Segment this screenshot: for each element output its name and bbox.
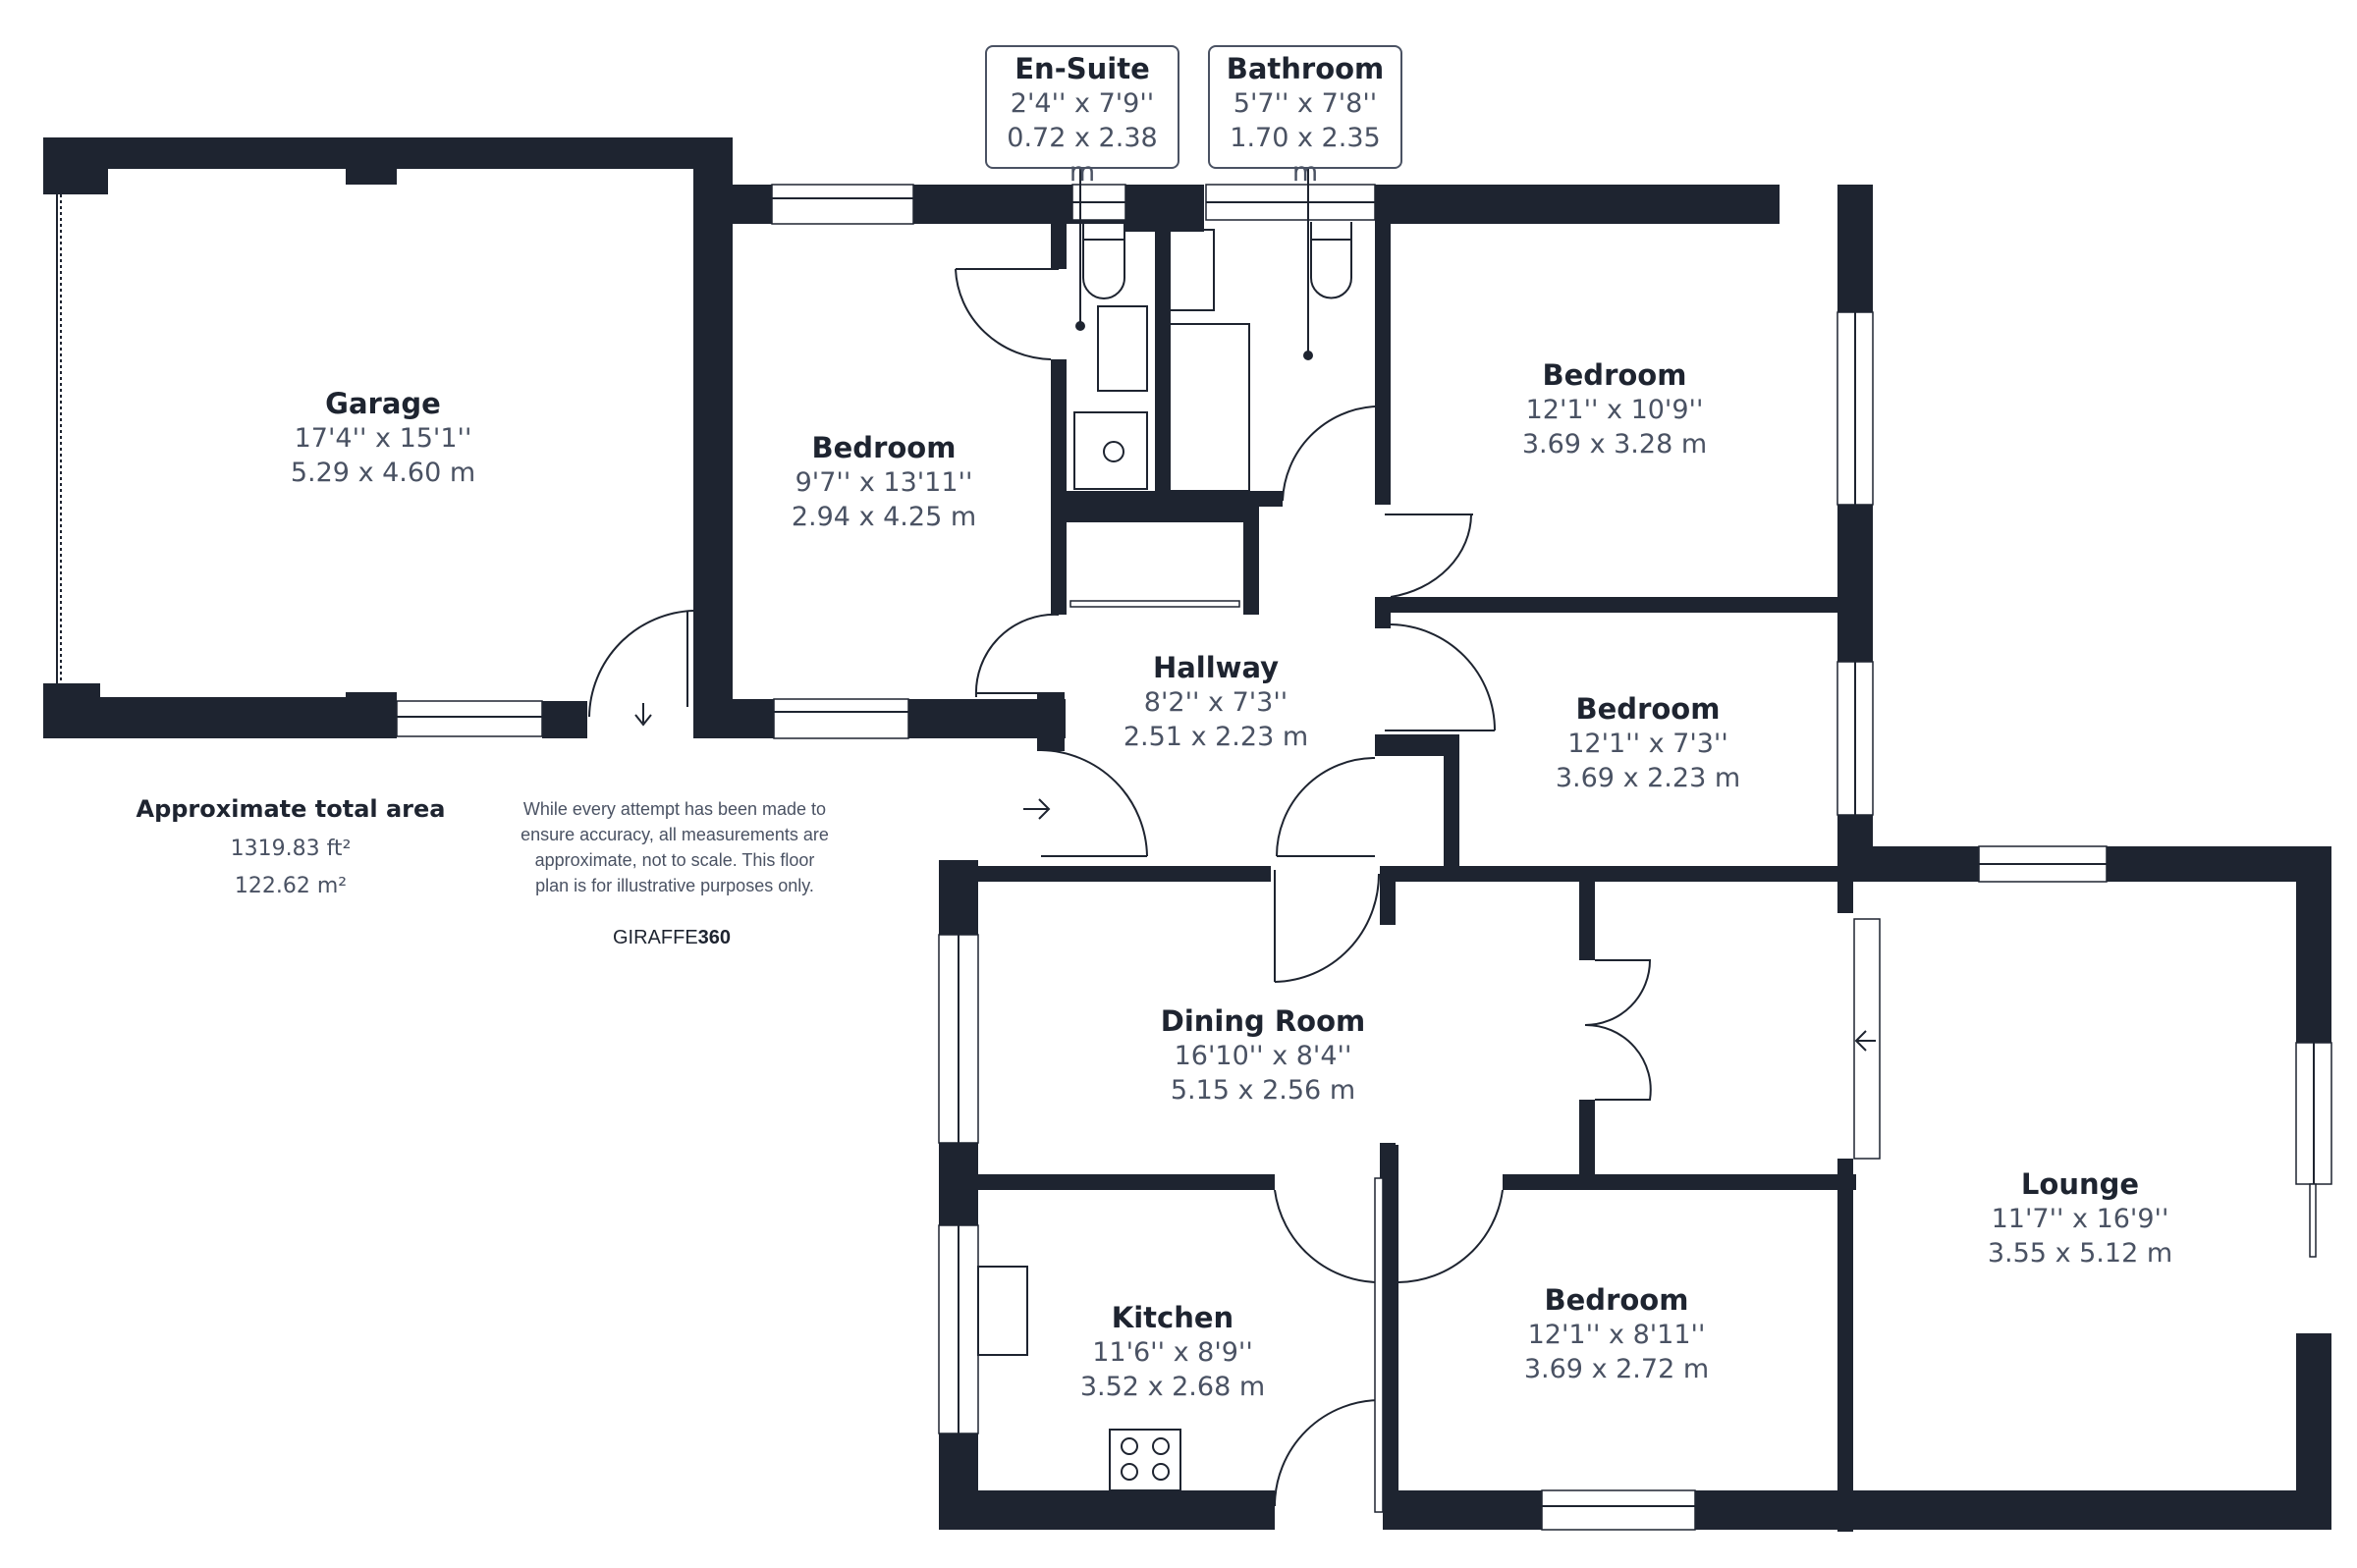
room-metric: 3.69 x 2.23 m xyxy=(1555,763,1741,793)
room-label-bedroom2: Bedroom 12'1'' x 10'9'' 3.69 x 3.28 m xyxy=(1522,357,1707,461)
room-imperial: 9'7'' x 13'11'' xyxy=(795,467,973,498)
room-name: En-Suite xyxy=(1014,52,1150,85)
room-metric: 3.55 x 5.12 m xyxy=(1987,1238,2173,1269)
room-label-lounge: Lounge 11'7'' x 16'9'' 3.55 x 5.12 m xyxy=(1988,1166,2172,1271)
room-imperial: 11'7'' x 16'9'' xyxy=(1991,1204,2169,1234)
disclaimer-line: While every attempt has been made to xyxy=(522,799,827,819)
room-metric: 2.94 x 4.25 m xyxy=(791,502,977,532)
lounge-walls xyxy=(1837,845,2332,1532)
room-metric: 5.15 x 2.56 m xyxy=(1170,1075,1356,1106)
room-metric: 3.69 x 3.28 m xyxy=(1521,429,1708,460)
room-name: Bedroom xyxy=(1575,692,1721,726)
disclaimer-line: plan is for illustrative purposes only. xyxy=(535,876,814,895)
bedroom4-walls xyxy=(1374,1145,2331,1531)
room-name: Dining Room xyxy=(1160,1004,1366,1038)
room-imperial: 16'10'' x 8'4'' xyxy=(1174,1041,1352,1071)
callout-ensuite: En-Suite 2'4'' x 7'9'' 0.72 x 2.38 m xyxy=(985,45,1179,188)
room-imperial: 5'7'' x 7'8'' xyxy=(1233,88,1378,119)
room-imperial: 8'2'' x 7'3'' xyxy=(1143,687,1288,718)
room-label-bedroom3: Bedroom 12'1'' x 7'3'' 3.69 x 2.23 m xyxy=(1556,691,1740,795)
room-imperial: 17'4'' x 15'1'' xyxy=(294,423,472,454)
room-label-garage: Garage 17'4'' x 15'1'' 5.29 x 4.60 m xyxy=(291,386,475,490)
room-label-bedroom4: Bedroom 12'1'' x 8'11'' 3.69 x 2.72 m xyxy=(1524,1282,1709,1386)
disclaimer-line: ensure accuracy, all measurements are xyxy=(521,825,829,844)
area-title: Approximate total area xyxy=(136,795,446,823)
disclaimer-line: approximate, not to scale. This floor xyxy=(534,850,815,870)
cupboard-walls xyxy=(1051,501,1259,615)
room-name: Bedroom xyxy=(1544,1283,1689,1317)
room-name: Garage xyxy=(325,387,441,420)
room-imperial: 12'1'' x 10'9'' xyxy=(1525,395,1704,425)
room-imperial: 12'1'' x 7'3'' xyxy=(1567,729,1728,759)
room-metric: 1.70 x 2.35 m xyxy=(1230,123,1381,188)
disclaimer: While every attempt has been made to ens… xyxy=(487,796,862,898)
room-imperial: 11'6'' x 8'9'' xyxy=(1092,1337,1253,1368)
room-name: Kitchen xyxy=(1111,1301,1234,1334)
room-metric: 3.69 x 2.72 m xyxy=(1523,1354,1710,1384)
room-name: Bedroom xyxy=(1542,358,1687,392)
room-metric: 2.51 x 2.23 m xyxy=(1123,722,1309,752)
room-label-bedroom1: Bedroom 9'7'' x 13'11'' 2.94 x 4.25 m xyxy=(792,430,976,534)
callout-bathroom: Bathroom 5'7'' x 7'8'' 1.70 x 2.35 m xyxy=(1208,45,1402,188)
room-label-kitchen: Kitchen 11'6'' x 8'9'' 3.52 x 2.68 m xyxy=(1080,1300,1265,1404)
room-metric: 0.72 x 2.38 m xyxy=(1007,123,1158,188)
room-metric: 3.52 x 2.68 m xyxy=(1079,1372,1266,1402)
room-imperial: 12'1'' x 8'11'' xyxy=(1527,1320,1706,1350)
room-name: Hallway xyxy=(1152,651,1280,684)
brand-text: GIRAFFE xyxy=(613,927,698,948)
room-name: Lounge xyxy=(2020,1167,2140,1201)
room-name: Bedroom xyxy=(811,431,957,464)
room-imperial: 2'4'' x 7'9'' xyxy=(1010,88,1155,119)
bedroom2-walls xyxy=(1375,185,1874,630)
room-metric: 5.29 x 4.60 m xyxy=(290,458,476,488)
room-name: Bathroom xyxy=(1226,52,1385,85)
room-label-dining: Dining Room 16'10'' x 8'4'' 5.15 x 2.56 … xyxy=(1161,1003,1366,1108)
brand-logo: GIRAFFE360 xyxy=(613,927,731,949)
kitchen-walls xyxy=(938,1174,1384,1530)
dining-walls xyxy=(938,860,1881,1190)
area-summary: Approximate total area 1319.83 ft² 122.6… xyxy=(137,795,446,905)
area-sqm: 122.62 m² xyxy=(234,874,348,898)
bedroom1-walls xyxy=(693,184,1070,739)
bathroom-walls xyxy=(1067,169,1780,507)
area-sqft: 1319.83 ft² xyxy=(230,837,352,861)
hallway-features xyxy=(974,613,1376,857)
brand-number: 360 xyxy=(697,927,732,948)
room-label-hallway: Hallway 8'2'' x 7'3'' 2.51 x 2.23 m xyxy=(1124,650,1308,754)
